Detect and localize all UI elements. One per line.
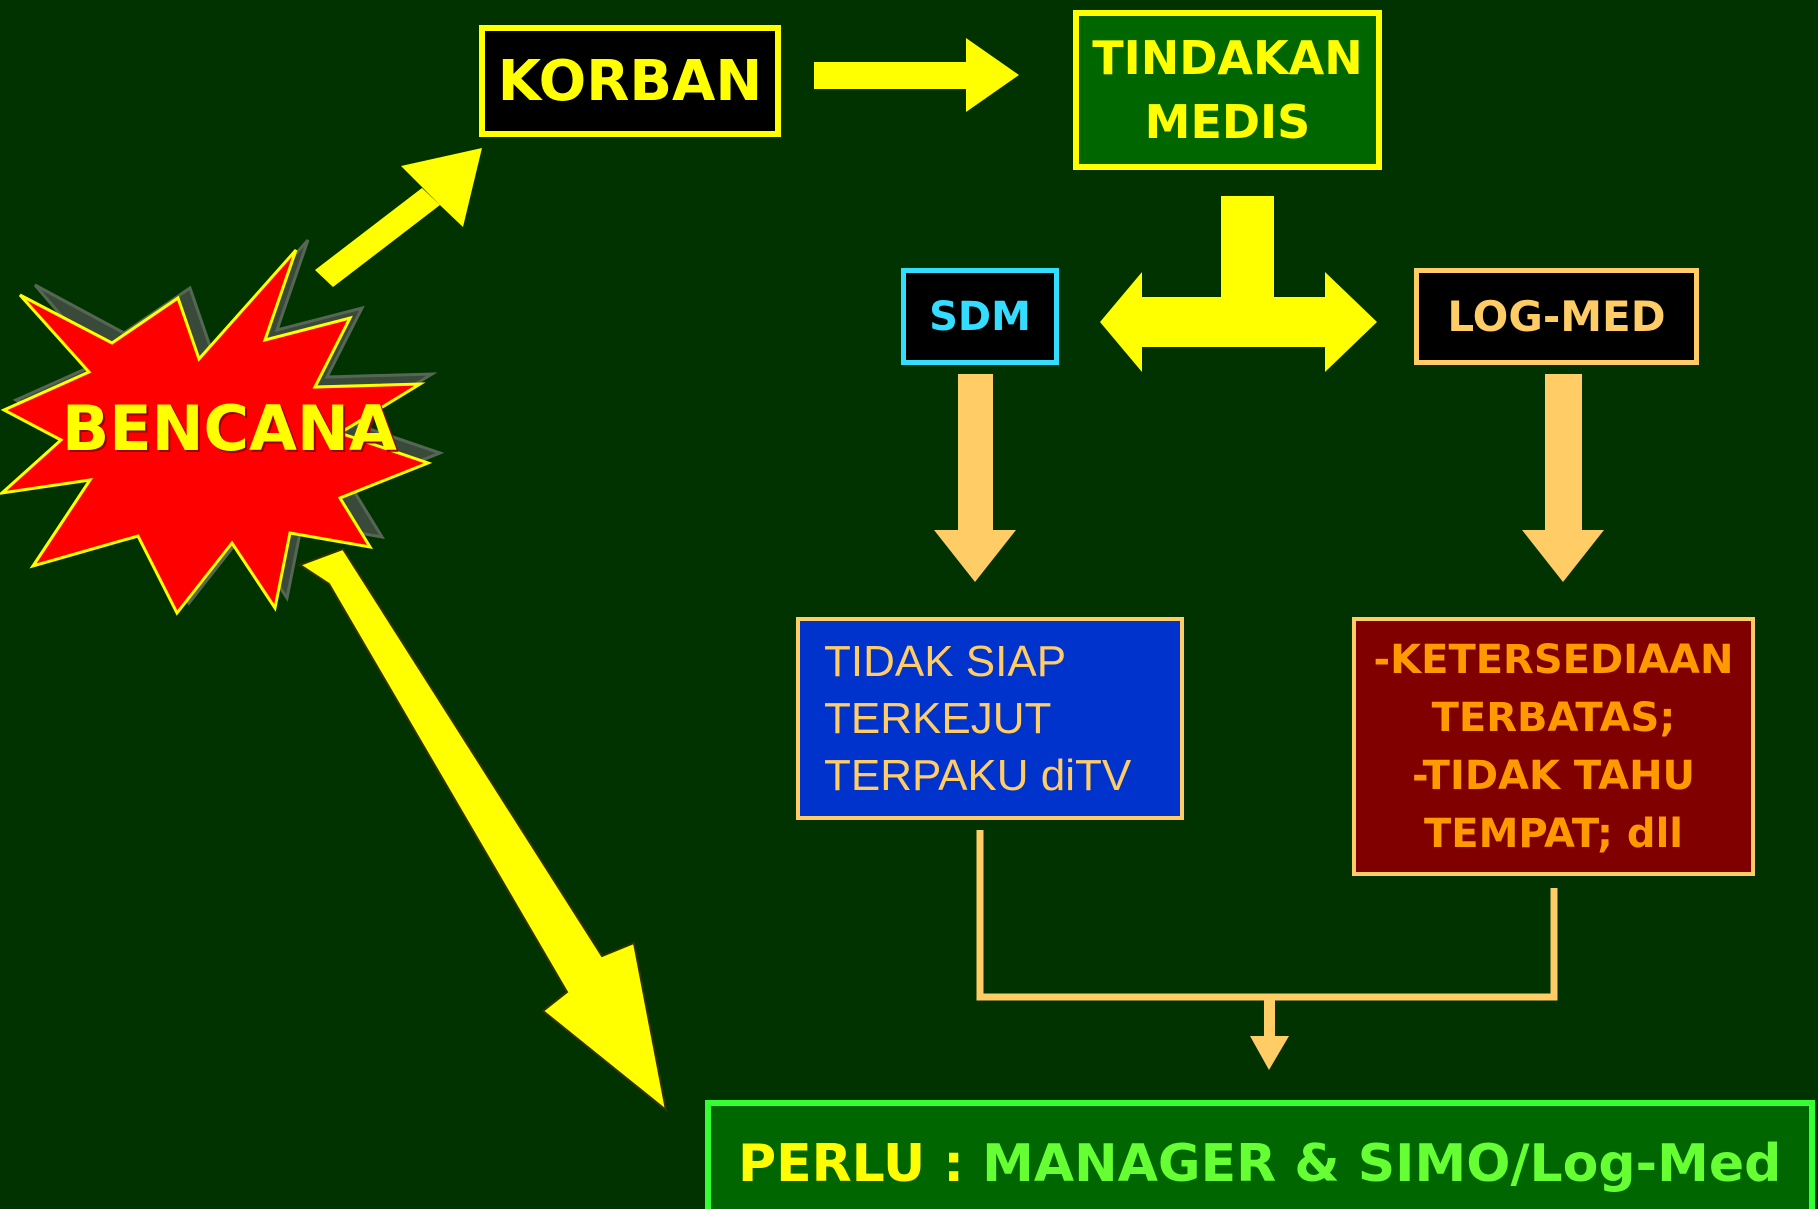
logmed-note-line: TERBATAS;: [1431, 694, 1676, 741]
tindakan-medis-box: TINDAKAN MEDIS: [1073, 10, 1382, 170]
arrow-merge-down: [1250, 997, 1289, 1070]
arrow-to-conclusion: [297, 547, 668, 1113]
explosion-burst: [0, 249, 433, 616]
arrow-sdm-down: [934, 374, 1016, 582]
korban-box: KORBAN: [479, 25, 781, 137]
sdm-note-line: TIDAK SIAP: [824, 636, 1067, 686]
conclusion-text: MANAGER & SIMO/Log-Med: [964, 1134, 1782, 1194]
logmed-note-line: TEMPAT; dll: [1424, 810, 1683, 857]
conclusion-lead: PERLU :: [738, 1134, 965, 1194]
sdm-note-line: TERKEJUT: [824, 693, 1052, 743]
tindakan-line1: TINDAKAN: [1092, 30, 1363, 85]
arrow-logmed-down: [1522, 374, 1604, 582]
sdm-label: SDM: [929, 293, 1031, 340]
bencana-label: BENCANA: [62, 392, 397, 465]
tindakan-line2: MEDIS: [1144, 95, 1311, 149]
sdm-note-box: TIDAK SIAP TERKEJUT TERPAKU diTV: [796, 617, 1184, 820]
sdm-note-line: TERPAKU diTV: [824, 751, 1132, 801]
logmed-note-box: -KETERSEDIAAN TERBATAS; -TIDAK TAHU TEMP…: [1352, 617, 1755, 876]
logmed-label: LOG-MED: [1447, 292, 1666, 341]
conclusion-box: PERLU : MANAGER & SIMO/Log-Med: [705, 1100, 1815, 1209]
logmed-note-line: -KETERSEDIAAN: [1373, 636, 1734, 683]
logmed-note-line: -TIDAK TAHU: [1411, 752, 1696, 799]
split-arrow: [1100, 196, 1377, 372]
korban-label: KORBAN: [497, 48, 763, 114]
arrow-to-tindakan: [814, 38, 1019, 112]
sdm-box: SDM: [901, 268, 1059, 365]
arrow-to-korban: [315, 148, 482, 287]
logmed-box: LOG-MED: [1414, 268, 1699, 365]
